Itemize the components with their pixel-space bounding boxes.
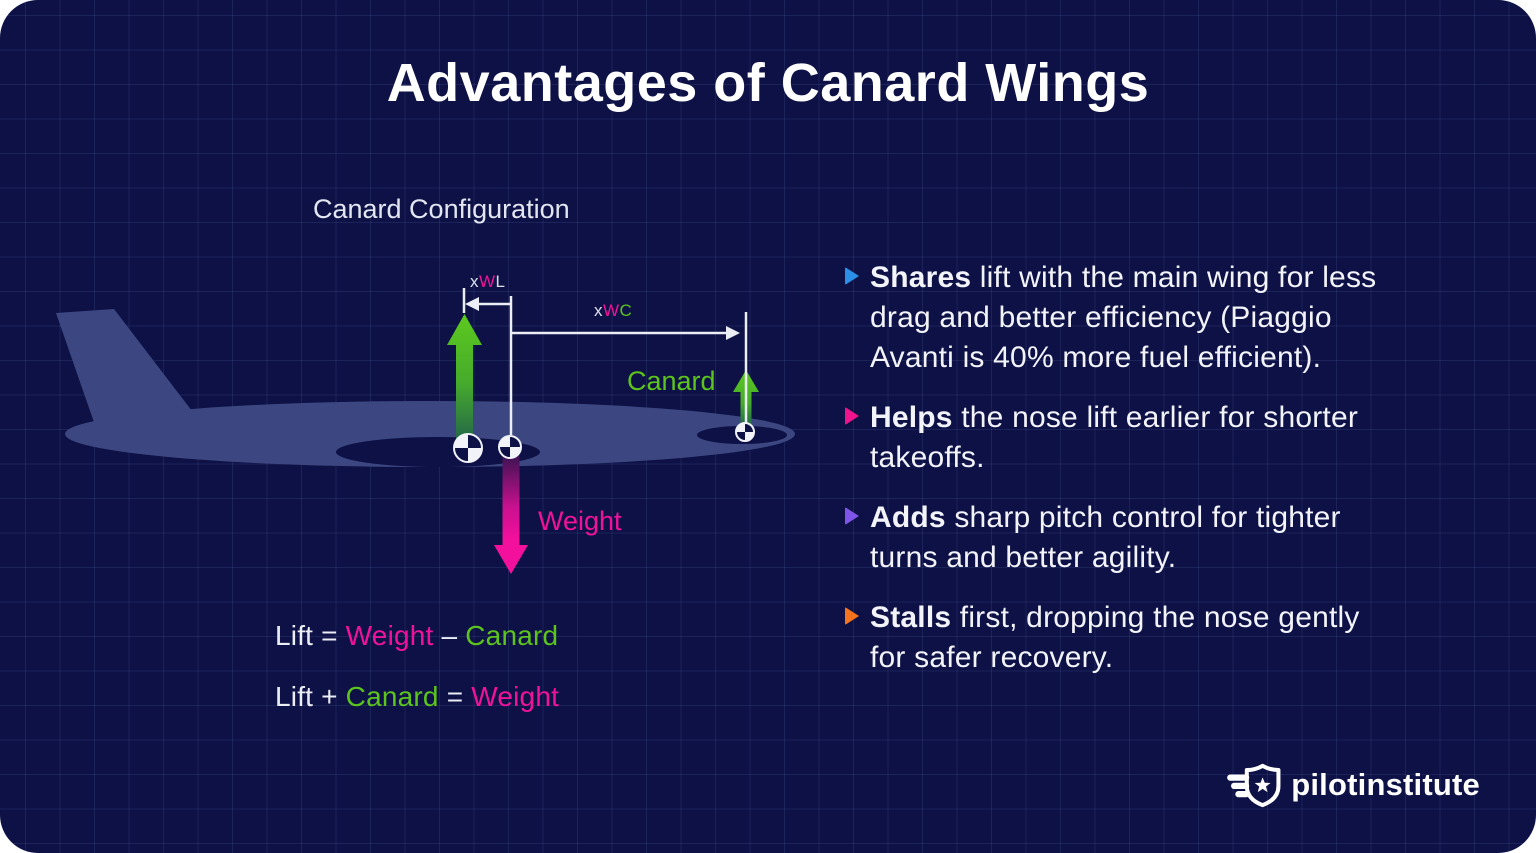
triangle-bullet-icon [845, 507, 859, 525]
eq1-lift: Lift [275, 620, 314, 651]
advantages-list: Shares lift with the main wing for less … [845, 258, 1505, 678]
list-item: Shares lift with the main wing for less … [845, 258, 1505, 378]
bullet-body: sharp pitch control for tighter turns an… [870, 501, 1341, 574]
lift-arrow [447, 314, 482, 450]
list-item: Adds sharp pitch control for tighter tur… [845, 498, 1505, 578]
logo-wordmark: pilotinstitute [1291, 767, 1480, 802]
xwc-x: x [594, 301, 603, 320]
eq1-weight: Weight [345, 620, 434, 651]
bullet-body: first, dropping the nose gently for safe… [870, 601, 1360, 674]
plane-silhouette [56, 309, 795, 467]
list-item: Helps the nose lift earlier for shorter … [845, 398, 1505, 478]
cg-symbol-lift [453, 433, 483, 463]
bullet-text: Shares lift with the main wing for less … [870, 258, 1376, 378]
eq2-plus: + [313, 681, 346, 712]
xwc-dimension-arrow [511, 326, 740, 340]
eq1-canard: Canard [465, 620, 559, 651]
list-item: Stalls first, dropping the nose gently f… [845, 598, 1505, 678]
cg-symbol-weight [498, 435, 522, 459]
xwl-dimension-label: xWL [470, 272, 506, 292]
bullet-keyword: Shares [870, 261, 972, 294]
triangle-bullet-icon [845, 267, 859, 285]
xwc-c: C [619, 301, 633, 320]
eq1-equals: = [313, 620, 346, 651]
diagram-caption: Canard Configuration [313, 194, 570, 224]
page-title: Advantages of Canard Wings [386, 53, 1150, 113]
bullet-text: Adds sharp pitch control for tighter tur… [870, 498, 1341, 578]
bullet-text: Helps the nose lift earlier for shorter … [870, 398, 1358, 478]
eq1-minus: – [433, 620, 466, 651]
bullet-keyword: Helps [870, 401, 953, 434]
pilot-institute-logo: pilotinstitute [1226, 762, 1480, 808]
weight-force-label: Weight [538, 506, 622, 536]
xwl-w: W [479, 272, 496, 291]
wing-root-cutout [336, 437, 540, 467]
eq2-canard: Canard [345, 681, 439, 712]
tail-fin [56, 309, 205, 428]
xwl-x: x [470, 272, 479, 291]
bullet-keyword: Adds [870, 501, 946, 534]
weight-arrow [494, 452, 528, 574]
triangle-bullet-icon [845, 607, 859, 625]
equation-weight: Lift + Canard = Weight [275, 681, 559, 713]
eq2-weight: Weight [471, 681, 560, 712]
bullet-keyword: Stalls [870, 601, 952, 634]
bullet-body: lift with the main wing for less drag an… [870, 261, 1377, 374]
fuselage [65, 401, 795, 467]
winged-shield-star-icon [1227, 763, 1281, 808]
xwc-dimension-label: xWC [594, 301, 632, 321]
triangle-bullet-icon [845, 407, 859, 425]
xwl-l: L [495, 272, 506, 291]
bullet-text: Stalls first, dropping the nose gently f… [870, 598, 1360, 678]
canard-force-label: Canard [627, 366, 716, 396]
xwc-w: W [603, 301, 620, 320]
xwl-dimension-arrow [465, 297, 511, 311]
eq2-equals: = [438, 681, 472, 712]
cg-symbol-canard [735, 422, 755, 442]
equation-lift: Lift = Weight – Canard [275, 620, 558, 652]
bullet-body: the nose lift earlier for shorter takeof… [870, 401, 1359, 474]
eq2-lift: Lift [275, 681, 314, 712]
